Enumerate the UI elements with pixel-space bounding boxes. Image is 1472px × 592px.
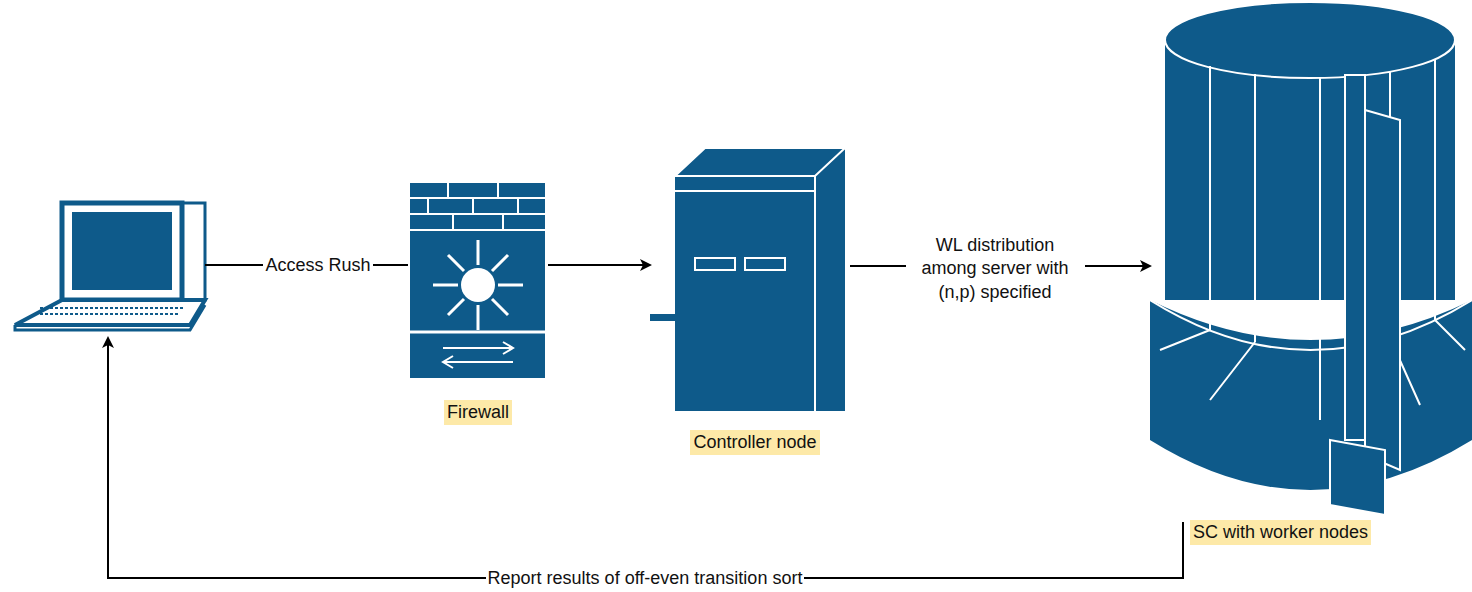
node-label: Controller node	[690, 430, 819, 455]
report-label: Report results of off-even transition so…	[486, 567, 805, 590]
node-label: Firewall	[444, 400, 512, 425]
report-line	[108, 338, 1183, 578]
node-icon	[408, 180, 548, 380]
connector-arrow	[548, 264, 650, 266]
supercomputer-node: SC with worker nodes	[1150, 0, 1472, 570]
firewall-node: Firewall	[408, 180, 548, 428]
node-label: SC with worker nodes	[1190, 520, 1371, 545]
access-label: Access Rush	[263, 254, 372, 277]
edge-label: WL distribution among server with (n,p) …	[906, 230, 1085, 308]
controller-node: Controller node	[650, 146, 850, 462]
node-icon	[1150, 0, 1472, 520]
laptop-icon	[15, 203, 205, 330]
node-icon	[650, 146, 850, 416]
